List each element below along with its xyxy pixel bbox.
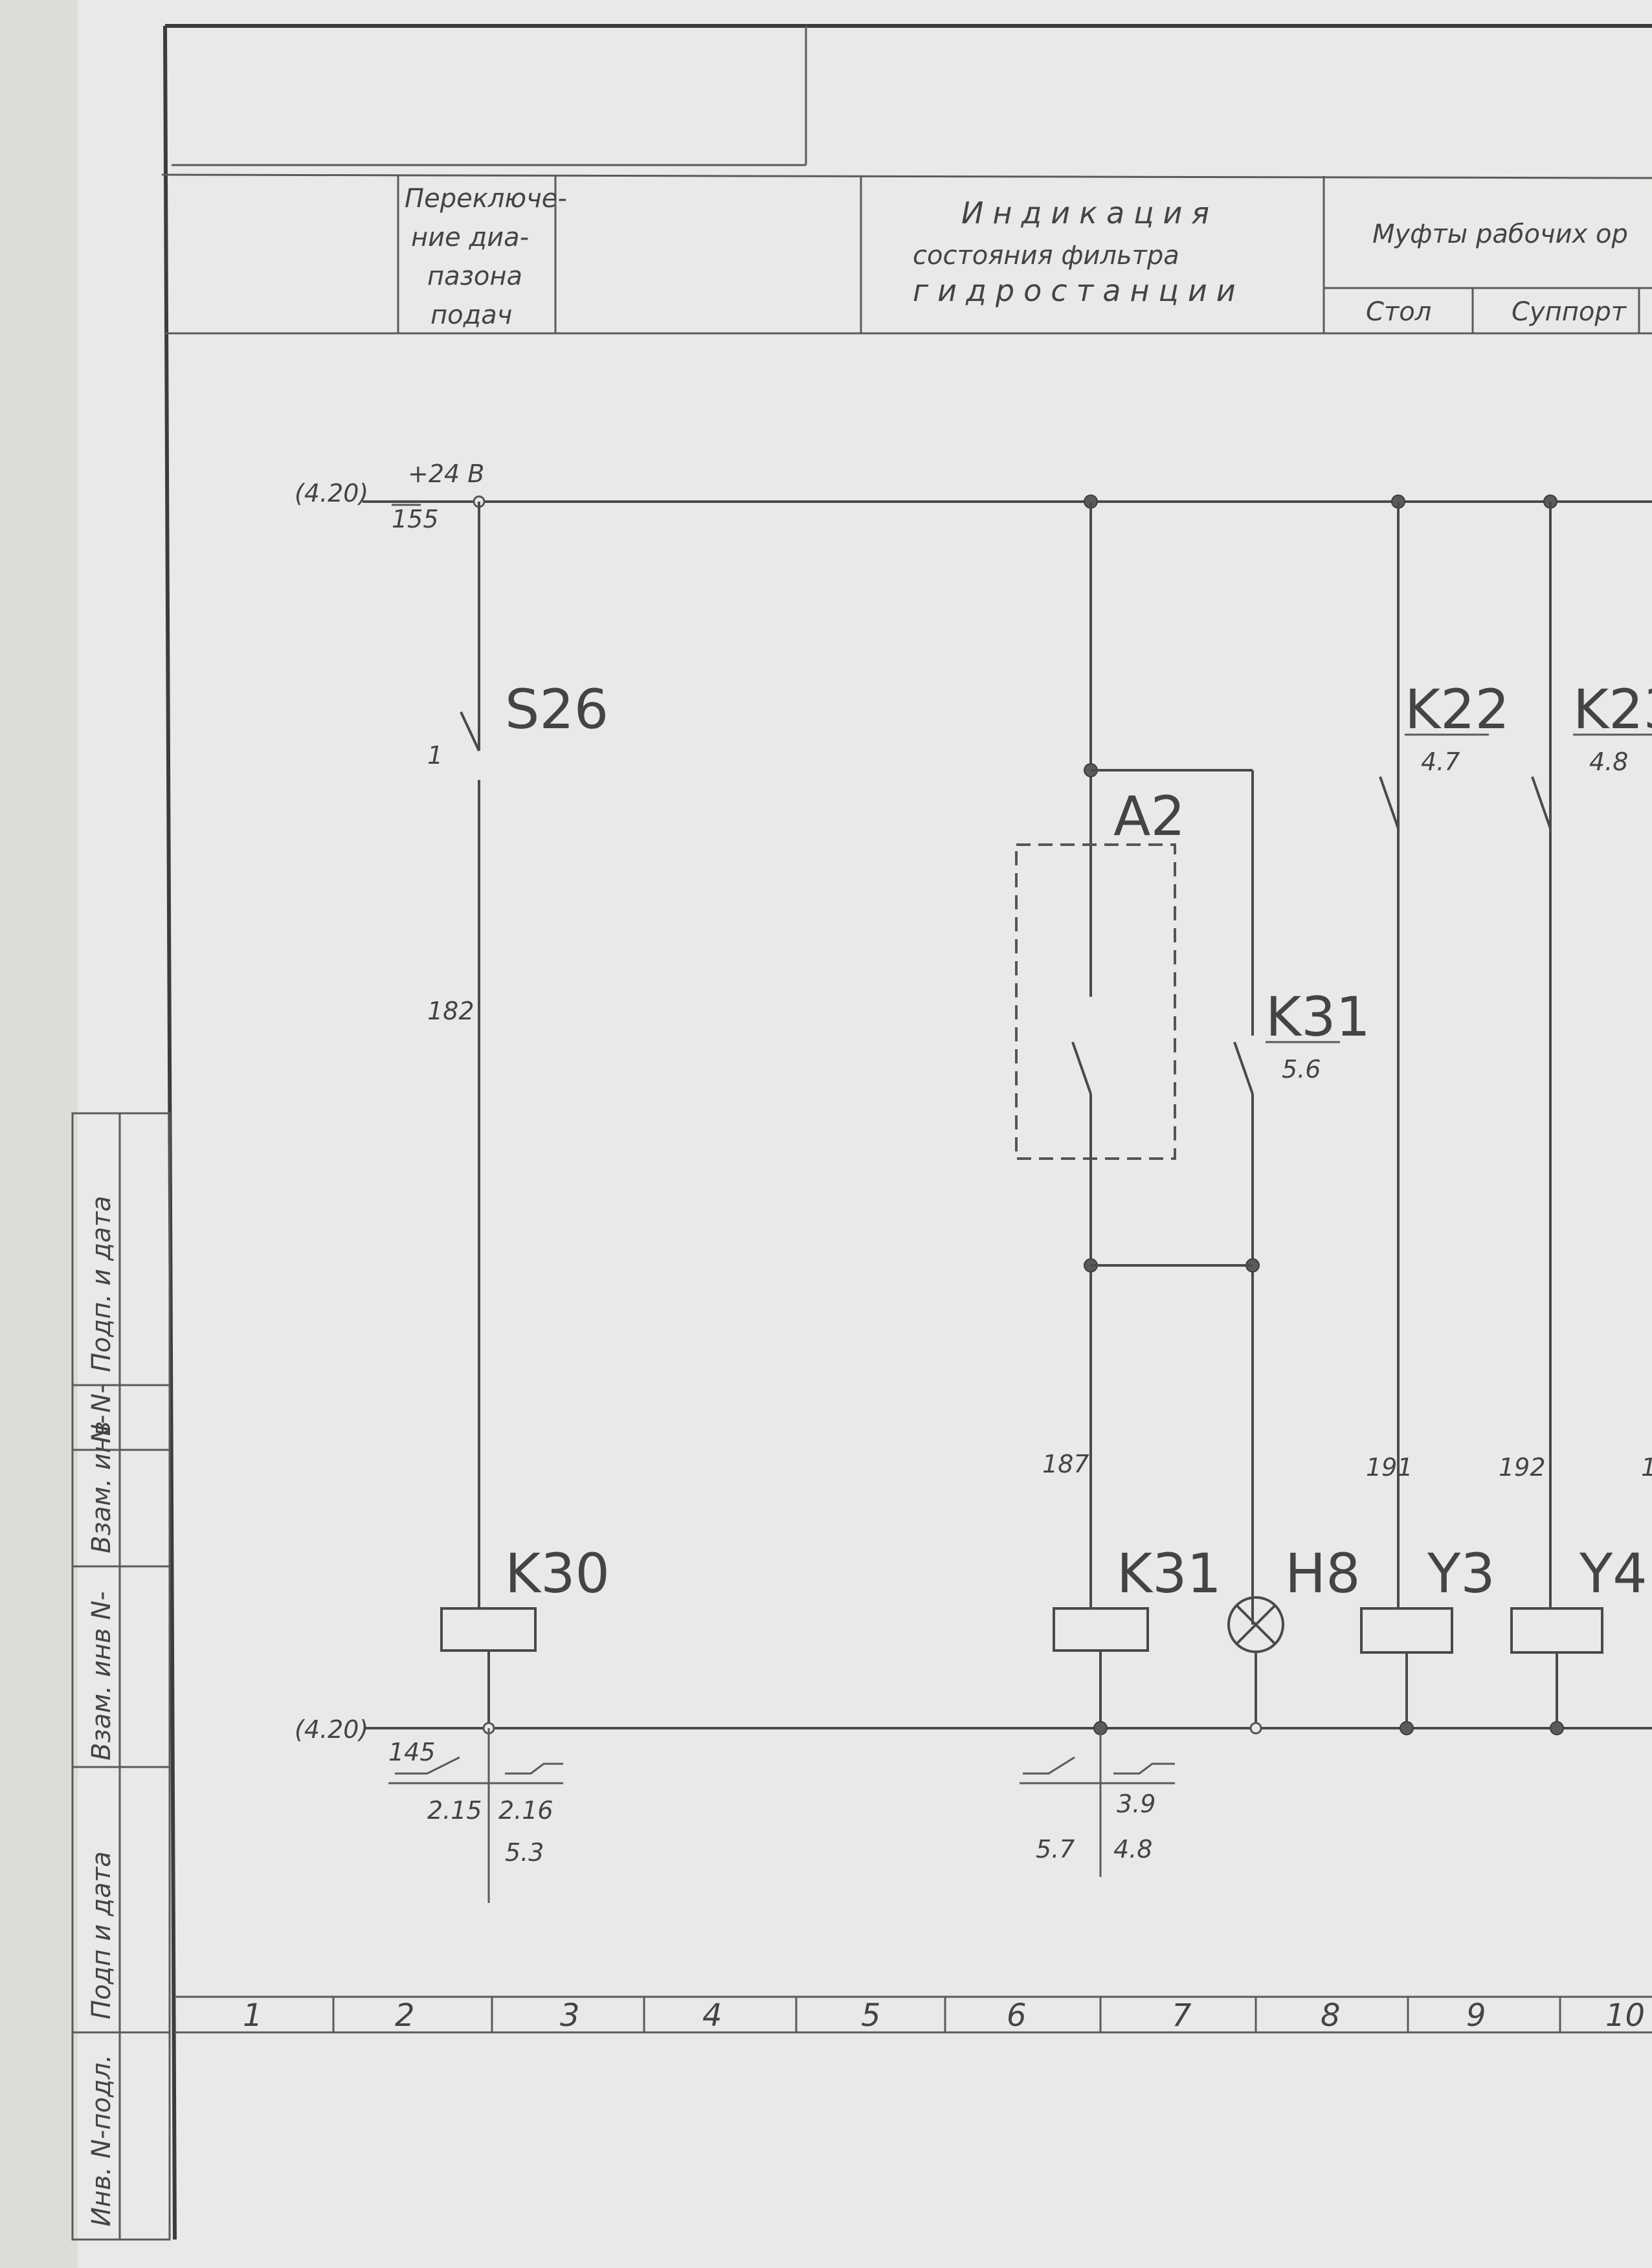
zone-9: 9: [1466, 1997, 1486, 2034]
s26-switch-blade: [460, 711, 480, 751]
s26-mark: 1: [427, 741, 443, 770]
k30-ref: 145: [388, 1738, 436, 1766]
side-stamp-n: N-: [87, 1415, 117, 1443]
k31-no: 5.7: [1036, 1835, 1075, 1863]
circuit-k30: S26 1 182 K30 145 2.15 2.16 5.3: [388, 495, 610, 1903]
k23-ref: 4.8: [1589, 748, 1628, 776]
zone-8: 8: [1321, 1997, 1341, 2034]
k22-contact: [1379, 776, 1400, 829]
header-col3-title: Муфты рабочих ор: [1372, 219, 1628, 249]
bus-bottom-ref: (4.20): [295, 1715, 368, 1744]
k30-label: K30: [505, 1542, 610, 1605]
h8-label: H8: [1285, 1542, 1361, 1605]
wire-187-label: 187: [1042, 1450, 1089, 1478]
header-col3-sub2: Суппорт: [1512, 297, 1627, 327]
side-stamp-sign-date-1: Подп. и дата: [87, 1196, 117, 1372]
k31-contact-ref: 5.6: [1282, 1055, 1321, 1084]
bus-top-ref: (4.20): [295, 479, 368, 507]
k22-ref: 4.7: [1421, 748, 1460, 776]
header-indication-text: Индикация состояния фильтра гидростанции: [913, 195, 1245, 308]
zone-7: 7: [1172, 1997, 1192, 2034]
header-switch-text: Переключе- ние диа- пазона подач: [405, 184, 567, 330]
wire-19x-label: 1: [1641, 1453, 1652, 1482]
zone-6: 6: [1007, 1997, 1027, 2034]
k23-contact: [1531, 776, 1552, 829]
side-stamp-sign-date-2: Подп и дата: [87, 1851, 117, 2019]
side-stamp-frame: [71, 1112, 171, 2241]
header-col2-line1: Индикация: [961, 195, 1218, 230]
circuit-k31: A2 K31 5.6 187 K31 3.9 5.7 4.8: [1015, 495, 1370, 1877]
header-col1-line1: Переключе-: [405, 184, 567, 214]
power-bus-top: (4.20) +24 В 155: [295, 460, 1652, 533]
header-clutch-text: Муфты рабочих ор Стол Суппорт: [1366, 219, 1628, 327]
drawing-frame: [161, 24, 1652, 2240]
side-stamp: Подп. и дата N- Взам. инв N- Взам. инв N…: [71, 1112, 171, 2241]
header-col3-sub1: Стол: [1366, 297, 1431, 327]
k23-label: K23: [1573, 678, 1652, 741]
header-col2-line3: гидростанции: [913, 273, 1245, 308]
zone-3: 3: [560, 1997, 580, 2034]
zone-4: 4: [702, 1997, 722, 2034]
wire-192-label: 192: [1499, 1453, 1546, 1482]
a2-module-boundary: [1015, 843, 1176, 1160]
zone-1: 1: [243, 1997, 263, 2034]
y4-label: Y4: [1579, 1542, 1647, 1605]
a2-contact: [1071, 1041, 1092, 1095]
zone-strip: 1 2 3 4 5 6 7 8 9 10: [243, 1997, 1645, 2034]
side-stamp-replace-1: Взам. инв N-: [87, 1384, 117, 1553]
k31-nc2: 4.8: [1113, 1835, 1152, 1863]
bus-top-voltage: +24 В: [408, 460, 484, 488]
header-dividers: [397, 176, 1652, 333]
k30-no: 2.15: [427, 1796, 482, 1825]
header-col2-line2: состояния фильтра: [913, 241, 1179, 271]
y3-label: Y3: [1427, 1542, 1495, 1605]
s26-label: S26: [505, 678, 608, 741]
side-stamp-inventory: Инв. N-подл.: [87, 2054, 117, 2227]
k30-nc: 2.16: [498, 1796, 553, 1825]
side-stamp-replace-2: Взам. инв N-: [87, 1591, 117, 1761]
circuit-y4: K23 4.8 192 1 Y4: [1499, 495, 1652, 1735]
k31-coil-label: K31: [1117, 1542, 1222, 1605]
bus-top-wire: 155: [392, 505, 439, 533]
k31-contact-label: K31: [1266, 985, 1370, 1049]
power-bus-bottom: (4.20): [295, 1715, 1652, 1744]
header-col1-line3: пазона: [427, 261, 522, 291]
lamp-h8: H8: [1227, 1542, 1361, 1735]
k31-contact: [1233, 1041, 1254, 1095]
k30-nc2: 5.3: [505, 1838, 544, 1867]
a2-label: A2: [1113, 784, 1185, 848]
k31-nc: 3.9: [1117, 1790, 1155, 1818]
left-margin-shade: [0, 0, 78, 2268]
zone-5: 5: [861, 1997, 881, 2034]
circuit-y3: K22 4.7 191 Y3: [1360, 495, 1510, 1735]
zone-10: 10: [1605, 1997, 1645, 2034]
wire-182-label: 182: [427, 997, 474, 1025]
header-col1-line2: ние диа-: [411, 223, 529, 252]
wire-191-label: 191: [1366, 1453, 1413, 1482]
header-col1-line4: подач: [430, 300, 512, 330]
k22-label: K22: [1405, 678, 1510, 741]
zone-2: 2: [395, 1997, 415, 2034]
